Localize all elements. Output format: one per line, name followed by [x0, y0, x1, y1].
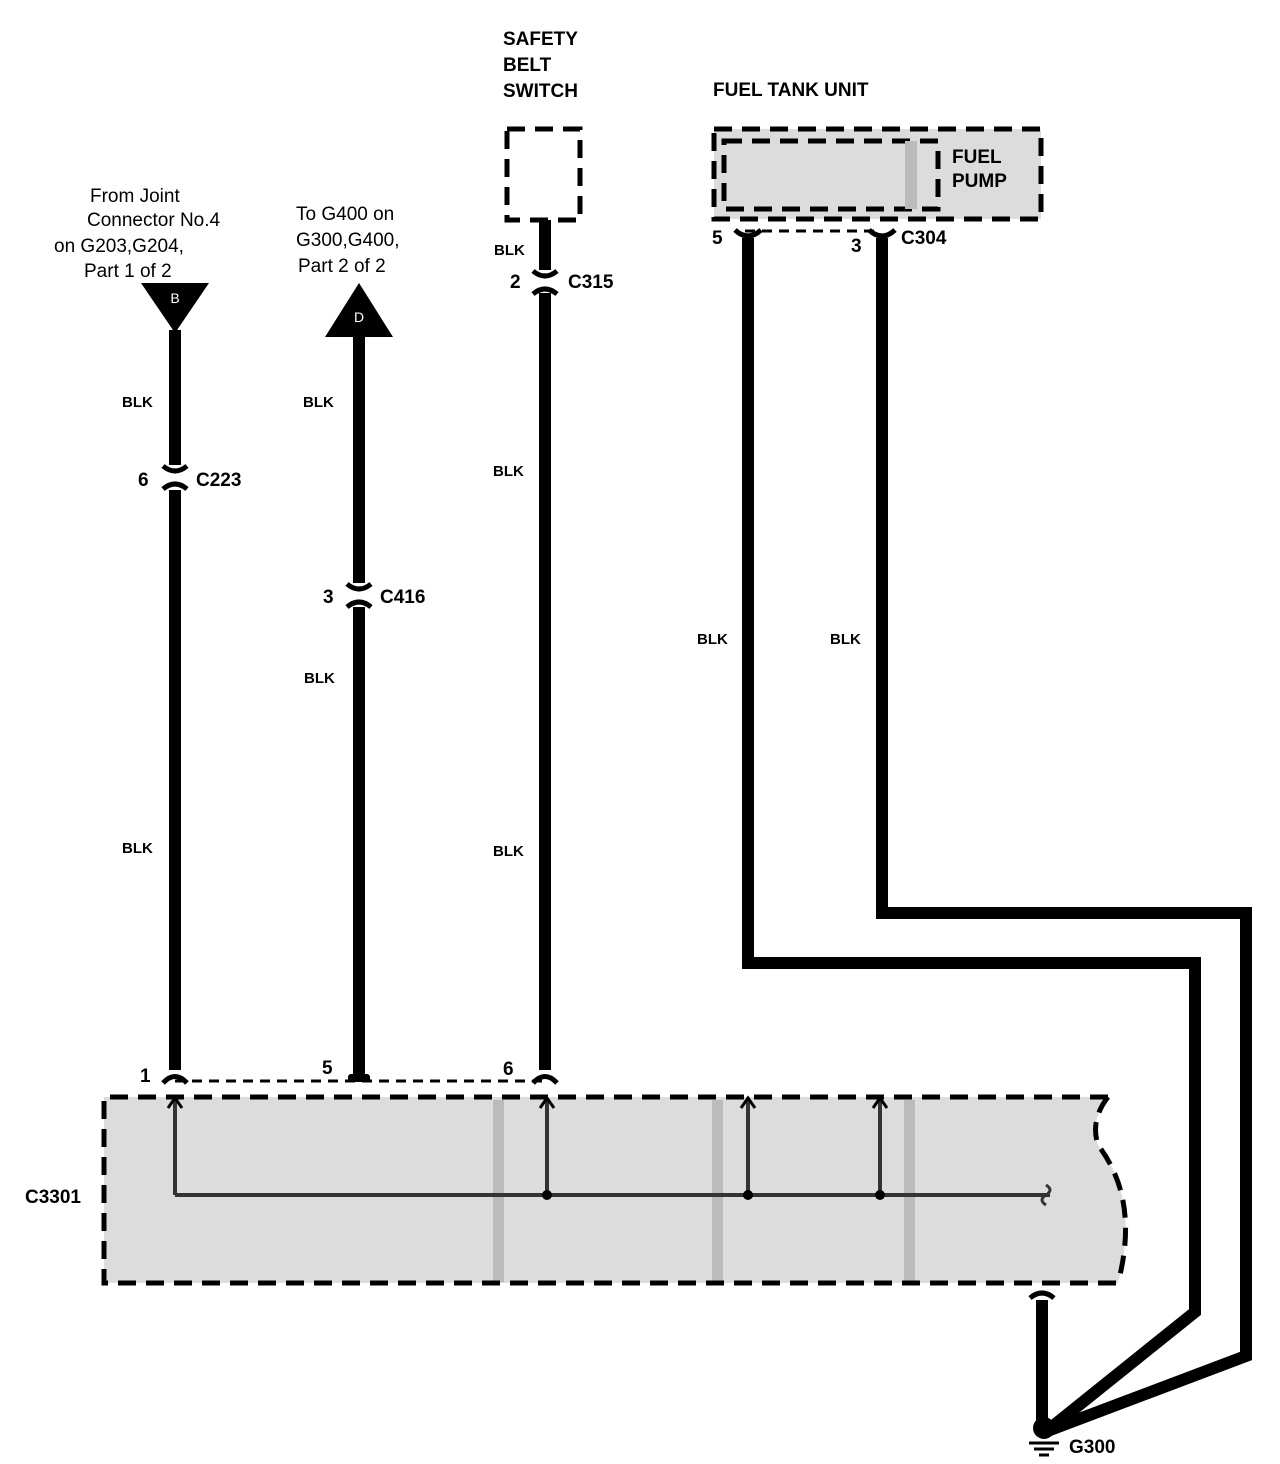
g400-ref-line1: To G400 on	[296, 204, 394, 225]
c3301-pin-1: 1	[140, 1066, 151, 1087]
c3301-pin6-icon	[531, 1074, 559, 1085]
wire-6-color-b: BLK	[493, 463, 524, 480]
fuel-pump-label-line1: FUEL	[952, 147, 1002, 168]
bus-splice-dot-2	[743, 1190, 753, 1200]
g400-ref-line2: G300,G400,	[296, 230, 400, 251]
joint-ref-line2: Connector No.4	[87, 210, 221, 231]
switch-label-line3: SWITCH	[503, 81, 578, 102]
g400-ref: To G400 on G300,G400, Part 2 of 2	[296, 204, 400, 277]
c304-pin-5: 5	[712, 228, 723, 249]
c3301-ground-pin-icon	[1028, 1290, 1056, 1301]
c416-connector-icon	[345, 581, 373, 610]
switch-label-line1: SAFETY	[503, 29, 578, 50]
bus-arrow-icon-1	[166, 1095, 184, 1109]
bus-splice-dot-1	[542, 1190, 552, 1200]
fuel-tank-shading	[714, 129, 1041, 219]
c304-pin-3: 3	[851, 236, 862, 257]
bus-arrow-icon-4	[871, 1095, 889, 1109]
joint-ref-line4: Part 1 of 2	[84, 261, 172, 282]
c315-label: C315	[568, 272, 614, 293]
wire-1-color-b: BLK	[122, 840, 153, 857]
c3301-connector: C3301	[25, 1094, 1128, 1286]
wire-6-color-a: BLK	[494, 242, 525, 259]
fuel-tank-unit: FUEL PUMP	[711, 126, 1044, 222]
fuel-tank-unit-box	[711, 126, 1044, 222]
bus-splice-dot-3	[875, 1190, 885, 1200]
c223-label: C223	[196, 470, 241, 491]
c3301-label: C3301	[25, 1187, 81, 1208]
joint-connector-letter: B	[170, 290, 179, 306]
fuel-tank-unit-label: FUEL TANK UNIT	[713, 80, 869, 101]
g400-ref-line3: Part 2 of 2	[298, 256, 386, 277]
fuel-wire-3-color: BLK	[830, 631, 861, 648]
wire-1-color-a: BLK	[122, 394, 153, 411]
ground-eyelet-icon	[1033, 1417, 1055, 1439]
c3301-outline	[101, 1094, 1118, 1286]
fuel-pump-label-line2: PUMP	[952, 171, 1007, 192]
switch-label-line2: BELT	[503, 55, 552, 76]
fuel-pump-wire-3	[876, 238, 1252, 1436]
c416-label: C416	[380, 587, 425, 608]
g400-ref-arrow-icon	[325, 283, 393, 337]
fuel-pump-stripe	[905, 141, 917, 209]
c315-connector-icon	[531, 268, 559, 297]
c3301-break-edge	[1093, 1095, 1128, 1284]
c3301-stripe-1	[493, 1100, 504, 1282]
safety-belt-switch-label: SAFETY BELT SWITCH	[503, 29, 578, 102]
fuel-pump-wire-5	[742, 238, 1201, 1435]
c315-pin: 2	[510, 272, 521, 293]
c304-label: C304	[901, 228, 947, 249]
c416-pin: 3	[323, 587, 334, 608]
joint-ref-line3: on G203,G204,	[54, 236, 184, 257]
c3301-pin1-icon	[161, 1074, 189, 1085]
c3301-pin-6: 6	[503, 1059, 514, 1080]
wire-6-color-c: BLK	[493, 843, 524, 860]
c223-pin: 6	[138, 470, 149, 491]
c3301-pin-5: 5	[322, 1058, 333, 1079]
wire-5-color-a: BLK	[303, 394, 334, 411]
bus-break-icon	[1040, 1183, 1052, 1207]
c304-pin3-icon	[867, 228, 897, 239]
g300-label: G300	[1069, 1437, 1115, 1458]
c3301-stripe-2	[712, 1100, 723, 1282]
bus-arrow-icon-2	[538, 1095, 556, 1109]
fuel-wire-5-color: BLK	[697, 631, 728, 648]
g400-ref-letter: D	[354, 309, 364, 325]
bus-arrow-icon-3	[739, 1095, 757, 1109]
c223-connector-icon	[161, 463, 189, 492]
c304-pin5-icon	[733, 228, 763, 239]
joint-connector-ref: From Joint Connector No.4 on G203,G204, …	[54, 186, 221, 282]
joint-ref-line1: From Joint	[90, 186, 180, 207]
safety-belt-switch-box	[504, 126, 583, 223]
c3301-pin5-icon	[348, 1074, 370, 1082]
c3301-stripe-3	[904, 1100, 915, 1282]
joint-connector-arrow-icon	[141, 283, 209, 333]
wire-5-color-b: BLK	[304, 670, 335, 687]
c3301-shading	[104, 1097, 1126, 1283]
